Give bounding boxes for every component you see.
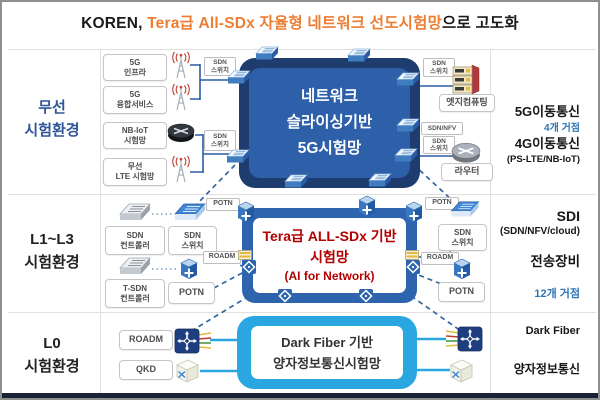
label-roadm: ROADM: [203, 251, 241, 264]
divider-left-col: [100, 49, 101, 393]
sdn-switch-icon: [449, 201, 481, 221]
tsdn-controller-icon: [119, 257, 151, 279]
tera-core-text: Tera급 ALL-SDx 기반 시험망 (AI for Network): [253, 218, 406, 293]
node-cube-icon: [236, 201, 256, 223]
right-text-dark-fiber: Dark Fiber: [525, 325, 580, 337]
box-roadm: ROADM: [119, 330, 173, 350]
right-text-sdi-sub: (SDN/NFV/cloud): [500, 226, 580, 237]
label-sdn-nfv: SDN/NFV: [421, 122, 463, 135]
network-switch-icon: [227, 70, 251, 85]
box-nbiot: NB-IoT 시험망: [103, 122, 167, 149]
router-icon: [451, 142, 481, 164]
box-router: 라우터: [441, 163, 493, 181]
label-potn: POTN: [206, 198, 240, 211]
section-label-l1l3: L1~L3 시험환경: [24, 231, 80, 271]
network-switch-icon: [396, 72, 420, 87]
title-prefix: KOREN,: [81, 15, 143, 32]
node-cube-icon: [404, 201, 424, 223]
roadm-node-icon: [174, 327, 212, 355]
divider-right-col: [490, 49, 491, 393]
section-label-wireless: 무선 시험환경: [24, 99, 80, 139]
box-qkd: QKD: [119, 360, 173, 380]
qkd-cube-icon: [448, 357, 475, 384]
network-switch-icon: [396, 118, 420, 133]
dark-fiber-core-box: Dark Fiber 기반 양자정보통신시험망: [237, 316, 417, 389]
roadm-node-icon: [445, 325, 483, 353]
box-5g-convergence: 5G 융합서비스: [103, 86, 167, 114]
title-suffix: 으로 고도화: [442, 15, 519, 32]
box-potn: POTN: [438, 282, 485, 302]
sdn-switch-icon: [174, 203, 206, 225]
fiber-port-icon: [238, 250, 252, 260]
network-switch-icon: [226, 149, 250, 164]
diamond-port-icon: [359, 289, 373, 303]
antenna-icon: [169, 51, 193, 79]
network-switch-icon: [347, 48, 371, 63]
right-text-4-sites: 4개 거점: [544, 123, 580, 134]
right-text-quantum: 양자정보통신: [513, 362, 580, 376]
title-highlight: Tera급 All-SDx 자율형 네트워크 선도시험망: [147, 15, 443, 32]
node-cube-icon: [452, 258, 472, 280]
antenna-icon: [169, 155, 193, 183]
edge-server-icon: [452, 64, 480, 95]
right-text-transport: 전송장비: [530, 254, 580, 269]
dark-fiber-text: Dark Fiber 기반 양자정보통신시험망: [251, 326, 403, 379]
antenna-icon: [169, 83, 193, 111]
right-text-sdi: SDI: [556, 208, 580, 224]
box-5g-infra: 5G 인프라: [103, 54, 167, 81]
right-text-ps-lte: (PS-LTE/NB-IoT): [506, 154, 580, 165]
network-switch-icon: [255, 46, 279, 61]
qkd-cube-icon: [174, 357, 201, 384]
right-text-5g-mobile: 5G이동통신: [514, 104, 580, 119]
right-text-12-sites: 12개 거점: [534, 288, 580, 300]
node-cube-icon: [179, 258, 199, 280]
diamond-port-icon: [406, 260, 420, 274]
sdn-controller-icon: [119, 203, 151, 225]
fiber-port-icon: [405, 250, 419, 260]
divider-mid2: [8, 312, 596, 313]
section-label-l0: L0 시험환경: [24, 335, 80, 375]
label-potn: POTN: [425, 197, 459, 210]
box-edge-computing: 엣지컴퓨팅: [439, 94, 495, 112]
network-switch-icon: [368, 173, 392, 188]
5g-core-text: 네트워크 슬라이싱기반 5G시험망: [249, 68, 410, 178]
network-switch-icon: [284, 174, 308, 189]
network-switch-icon: [394, 148, 418, 163]
box-potn: POTN: [168, 282, 215, 304]
router-icon: [167, 123, 195, 143]
box-lte: 무선 LTE 시험망: [103, 158, 167, 186]
label-roadm: ROADM: [421, 252, 459, 265]
tera-all-sdx-core-box: Tera급 ALL-SDx 기반 시험망 (AI for Network): [242, 208, 417, 303]
diamond-port-icon: [278, 289, 292, 303]
diamond-port-icon: [242, 260, 256, 274]
divider-mid1: [8, 194, 596, 195]
divider-top: [8, 49, 596, 50]
right-text-4g-mobile: 4G이동통신: [514, 136, 580, 151]
bottom-bar: [2, 393, 598, 398]
page-title: KOREN, Tera급 All-SDx 자율형 네트워크 선도시험망으로 고도…: [2, 11, 598, 33]
5g-testbed-core-box: 네트워크 슬라이싱기반 5G시험망: [239, 58, 420, 188]
node-cube-icon: [357, 195, 377, 217]
